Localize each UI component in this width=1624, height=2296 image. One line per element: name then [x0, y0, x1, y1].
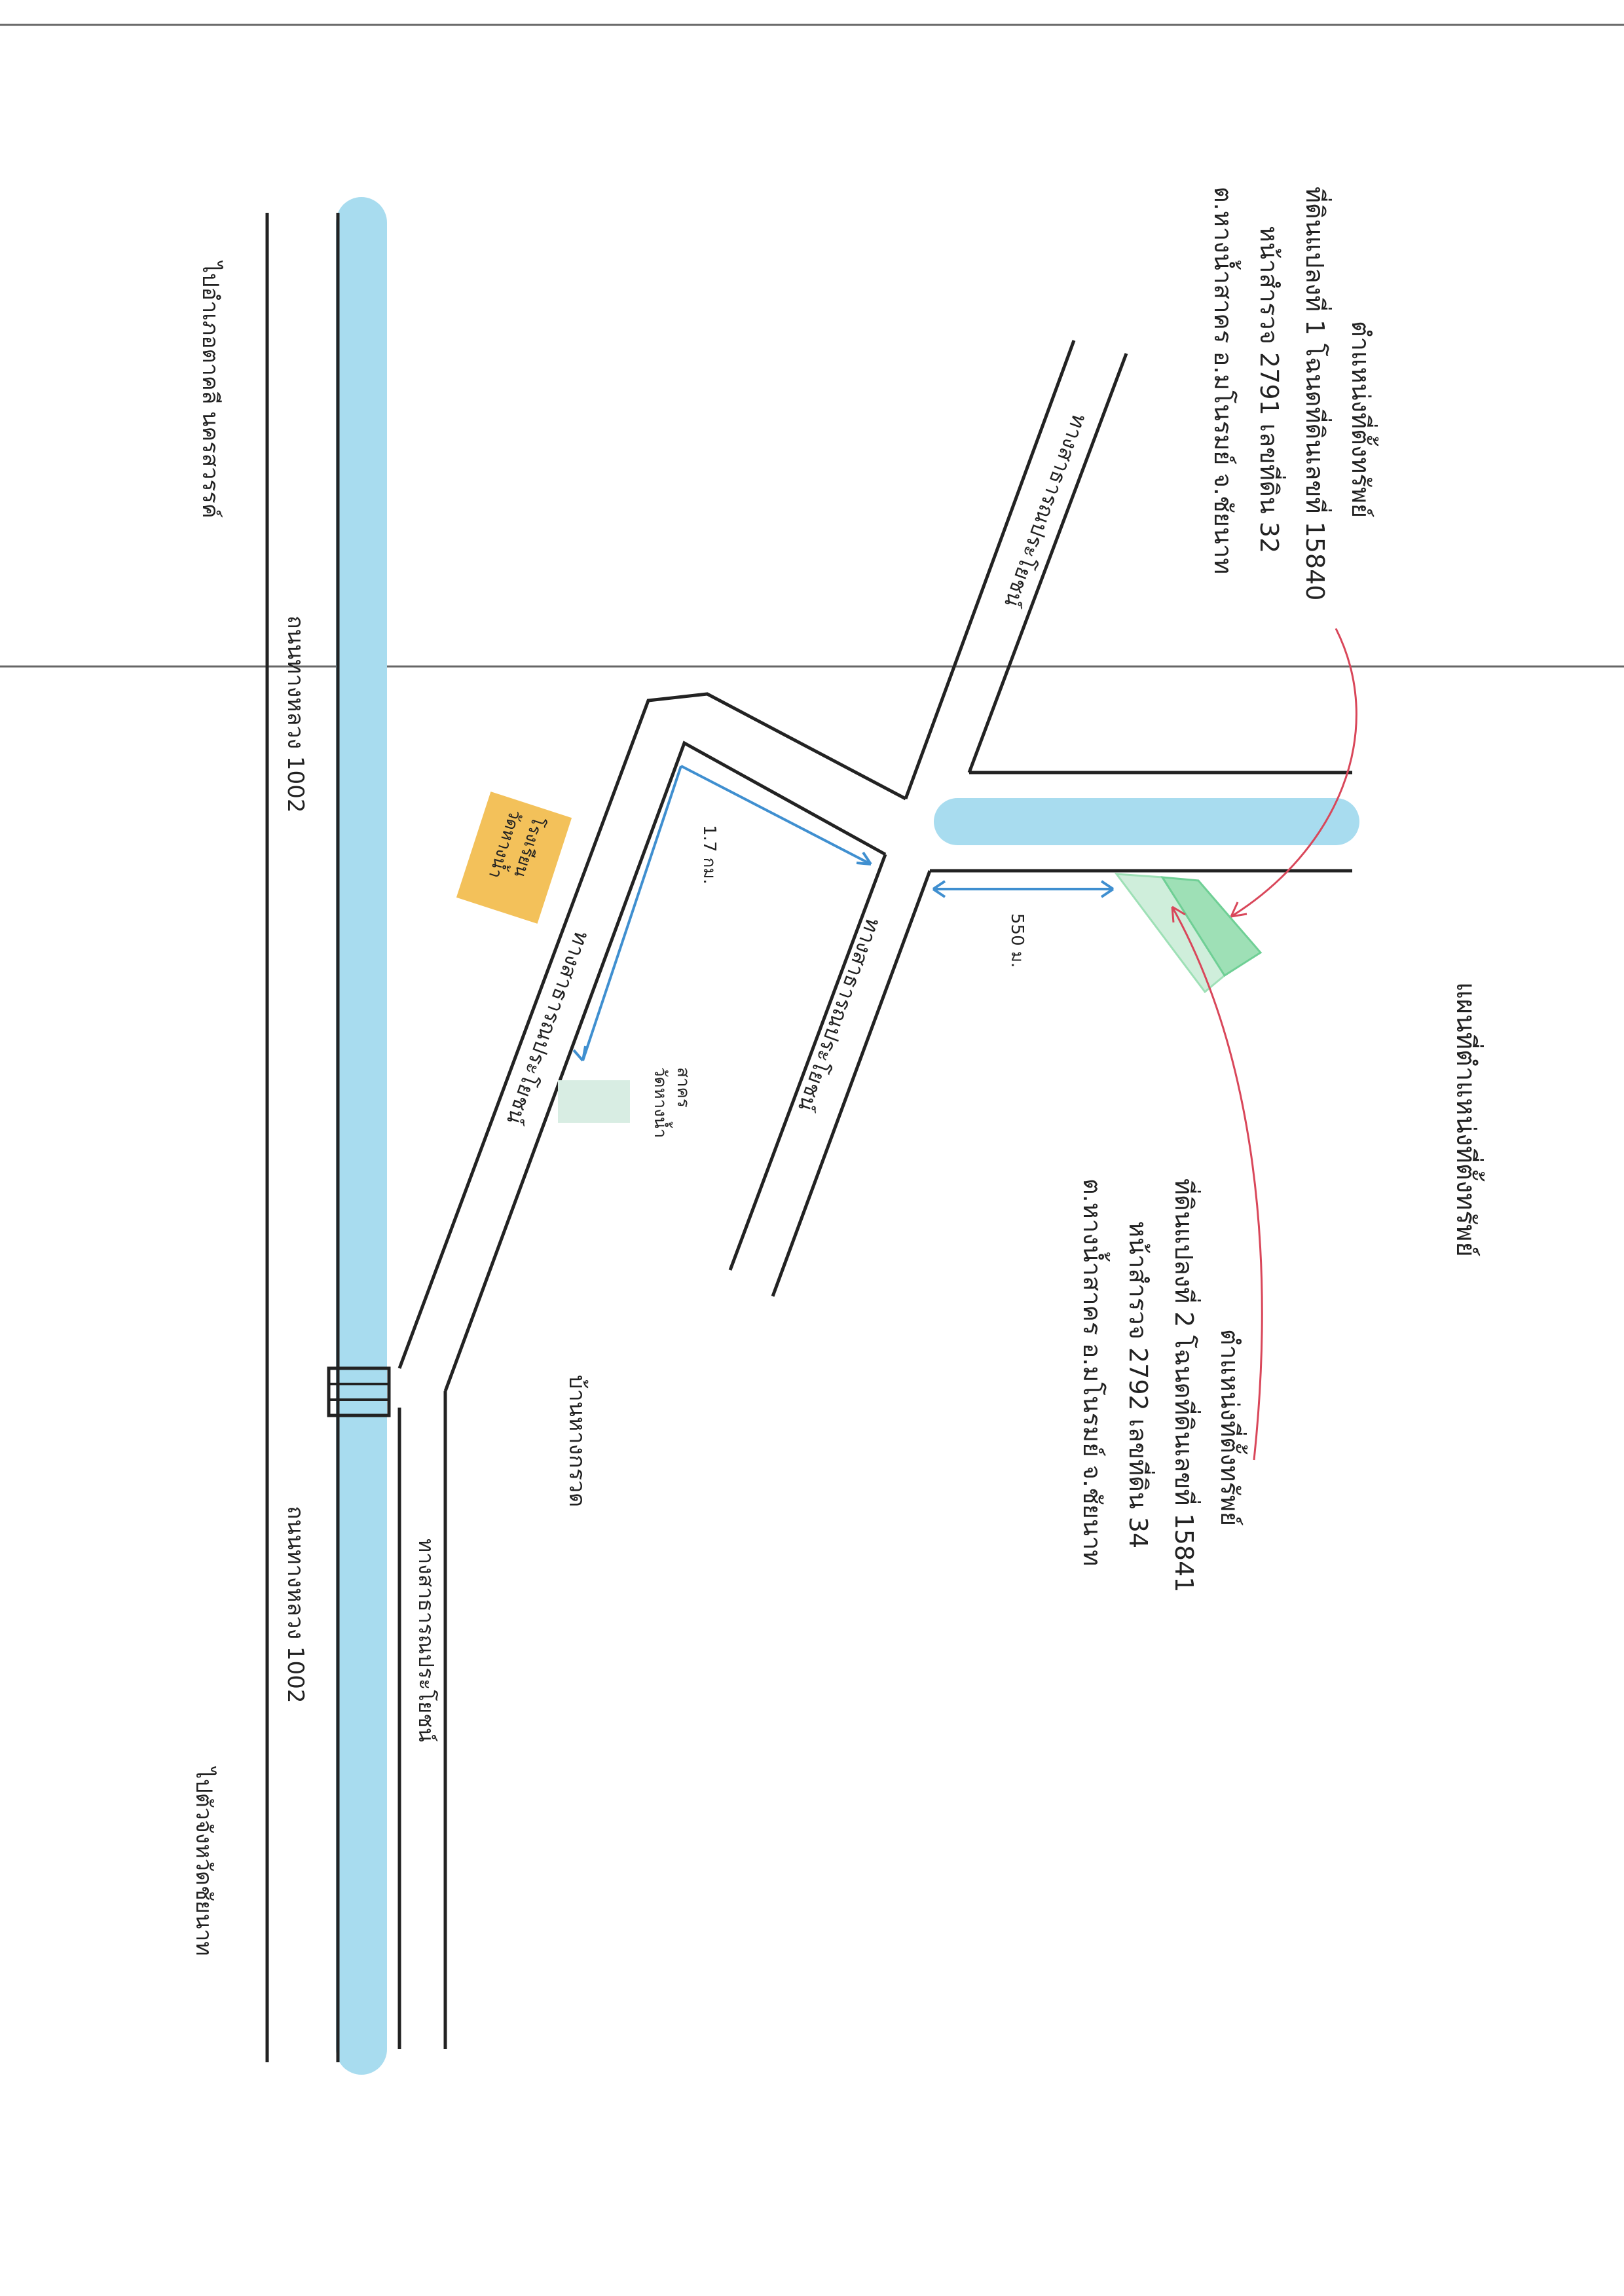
parcel-1-label-line1: ตำแหน่งที่ตั้งทรัพย์ — [1346, 321, 1379, 518]
school-marker — [456, 792, 572, 924]
parcel-2-label-line4: ต.หางน้ำสาคร อ.มโนรมย์ จ.ชัยนาท — [1078, 1178, 1111, 1566]
parcel-1-label-line3: หน้าสำรวจ 2791 เลขที่ดิน 32 — [1255, 226, 1286, 553]
public-road-diagonal — [397, 692, 907, 1392]
public-road-top-label: ทางสาธารณประโยชน์ — [999, 410, 1092, 610]
parcel-2-label-line2: ที่ดินแปลงที่ 2 โฉนดที่ดินเลขที่ 15841 — [1170, 1178, 1201, 1592]
bridge — [327, 1366, 391, 1417]
to-chainat-label: ไปตัวจังหวัดชัยนาท — [191, 1766, 217, 1956]
distance-1-label: 1.7 กม. — [699, 825, 719, 884]
parcel-2-label-line1: ตำแหน่งที่ตั้งทรัพย์ — [1215, 1329, 1248, 1526]
public-road-bottom — [397, 1391, 447, 2049]
highway-north-label: ถนนทางหลวง 1002 — [282, 615, 308, 812]
distance-2-dimension — [932, 880, 1115, 898]
parcel-1-label-line4: ต.หางน้ำสาคร อ.มโนรมย์ จ.ชัยนาท — [1209, 187, 1242, 574]
parcel-2-label-line3: หน้าสำรวจ 2792 เลขที่ดิน 34 — [1124, 1221, 1155, 1548]
temple-marker — [558, 1080, 630, 1123]
public-road-middle-label: ทางสาธารณประโยชน์ — [793, 915, 886, 1114]
to-nakhon-sawan-label: ไปอำเภอตาคลี นครสวรรค์ — [197, 260, 223, 519]
temple-label-line2: สาคร — [673, 1067, 693, 1108]
parcel-1 — [1160, 876, 1263, 977]
pointer-arrow-parcel-1 — [1230, 628, 1357, 918]
temple-label-line1: วัดหางน้ำ — [650, 1067, 673, 1138]
public-road-bottom-label: ทางสาธารณประโยชน์ — [414, 1539, 439, 1742]
village-label: บ้านหางกรวด — [564, 1375, 590, 1507]
distance-1-dimension — [572, 765, 872, 1062]
map-title: แผนที่ตำแหน่งที่ตั้งทรัพย์ — [1450, 982, 1485, 1257]
public-road-top — [904, 340, 1128, 799]
highway-south-label: ถนนทางหลวง 1002 — [282, 1506, 308, 1703]
pointer-arrow-parcel-2 — [1171, 905, 1263, 1461]
public-road-middle — [728, 854, 932, 1297]
access-road — [930, 771, 1359, 873]
distance-2-label: 550 ม. — [1007, 913, 1027, 968]
parcel-1-label-line2: ที่ดินแปลงที่ 1 โฉนดที่ดินเลขที่ 15840 — [1301, 187, 1332, 600]
